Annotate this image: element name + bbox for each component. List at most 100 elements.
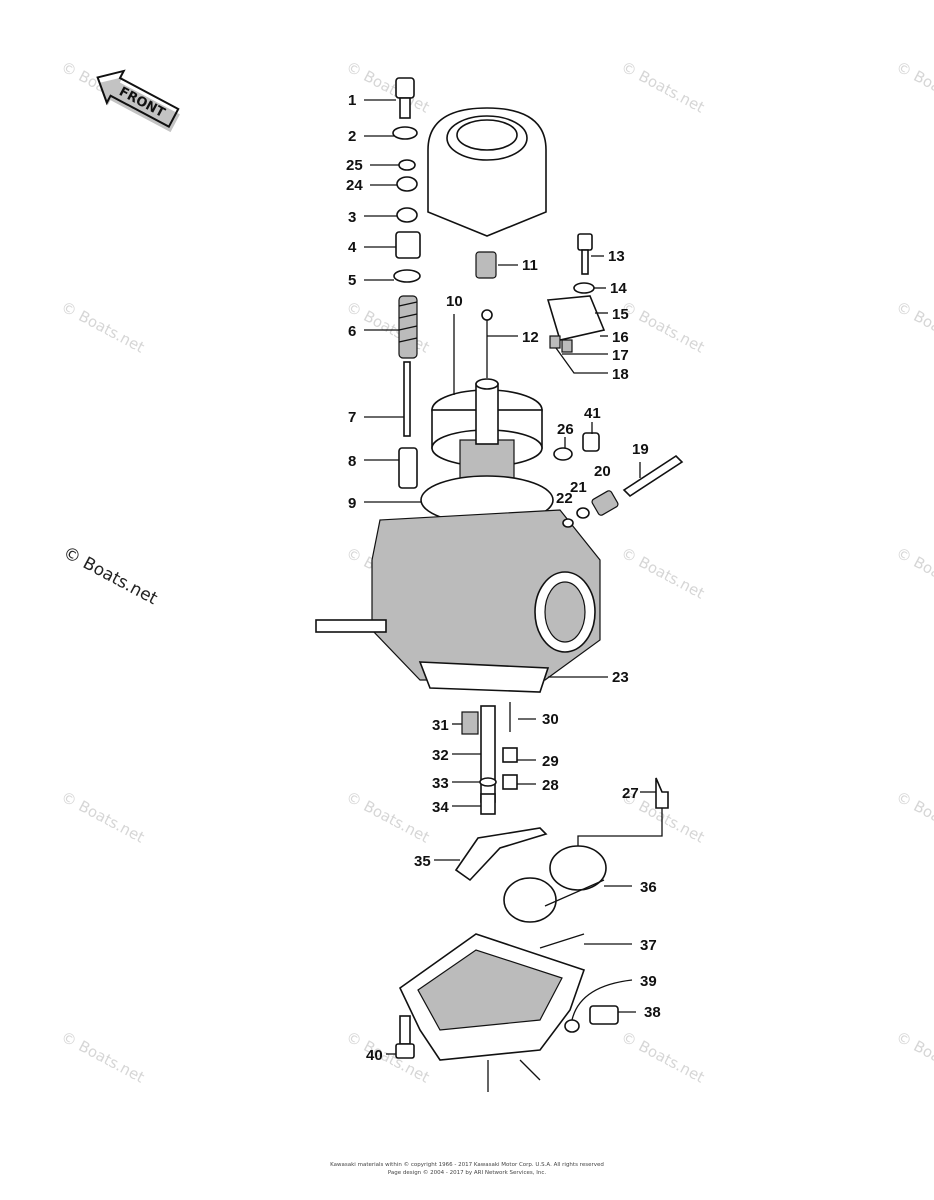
watermark: © Boats.net [58,1028,147,1087]
callout-label: 13 [608,248,625,265]
watermark: © Boats.net [343,58,432,117]
part-23-gasket [418,661,550,693]
watermark: © Boats.net [60,543,161,610]
watermark: © Boats.net [893,58,934,117]
part-29 [502,747,518,763]
callout-label: 17 [612,347,629,364]
callout-label: 31 [432,717,449,734]
callout-label: 1 [348,92,356,109]
part-10-top-cover [427,107,547,237]
callout-label: 37 [640,937,657,954]
callout-label: 9 [348,495,356,512]
watermark: © Boats.net [343,1028,432,1087]
callout-label: 32 [432,747,449,764]
watermark: © Boats.net [618,544,707,603]
watermark: © Boats.net [343,298,432,357]
part-13-screw [577,233,593,251]
callout-label: 25 [346,157,363,174]
part-4-cap [395,231,421,259]
part-19-screw [622,454,684,498]
watermark: © Boats.net [58,298,147,357]
part-25 [398,159,416,171]
part-11 [475,251,497,279]
part-24 [396,176,418,192]
part-28 [502,774,518,790]
callout-label: 35 [414,853,431,870]
callout-label: 40 [366,1047,383,1064]
part-37-pin [539,933,585,949]
part-17 [549,335,561,349]
part-35-plate [454,827,548,882]
callout-label: 7 [348,409,356,426]
carburetor-body [315,509,601,681]
part-21 [576,507,590,519]
watermark: © Boats.net [893,298,934,357]
part-1-screw [395,77,415,99]
callout-label: 24 [346,177,363,194]
part-2-washer [392,126,418,140]
part-27 [655,777,669,809]
callout-label: 34 [432,799,449,816]
part-38 [589,1005,619,1025]
callout-label: 21 [570,479,587,496]
watermark: © Boats.net [58,788,147,847]
watermark: © Boats.net [618,58,707,117]
part-31 [461,711,479,735]
callout-label: 36 [640,879,657,896]
callout-label: 6 [348,323,356,340]
watermark: © Boats.net [618,298,707,357]
callout-label: 20 [594,463,611,480]
part-39 [564,1019,580,1033]
float-bowl [398,933,586,1061]
callout-label: 4 [348,239,357,256]
copyright-line: Kawasaki materials within © copyright 19… [330,1161,604,1168]
callout-label: 39 [640,973,657,990]
watermark: © Boats.net [618,1028,707,1087]
watermark: © Boats.net [343,788,432,847]
part-7-needle [403,361,411,437]
part-20-spring [591,490,619,516]
parts-layer [315,77,684,1061]
part-1-shank [399,97,411,119]
part-18 [561,339,573,353]
part-41 [582,432,600,452]
part-8-holder [398,447,418,489]
callout-label: 29 [542,753,559,770]
callout-label: 23 [612,669,629,686]
throttle-shaft [315,619,387,633]
callout-label: 12 [522,329,539,346]
copyright-line: Page design © 2004 - 2017 by ARI Network… [388,1169,547,1176]
callout-label: 33 [432,775,449,792]
callout-label: 3 [348,209,356,226]
part-22 [562,518,574,528]
part-33 [479,777,497,787]
watermark: © Boats.net [893,1028,934,1087]
part-36-float [503,845,607,923]
callout-label: 28 [542,777,559,794]
callout-label: 41 [584,405,601,422]
part-26 [553,447,573,461]
part-15-plate [546,295,606,341]
callout-label: 18 [612,366,629,383]
front-arrow-icon: FRONT [96,69,180,133]
callout-label: 27 [622,785,639,802]
callout-label: 38 [644,1004,661,1021]
callout-label: 5 [348,272,356,289]
callout-labels: 1 2 25 24 3 4 5 6 7 8 9 10 11 12 13 14 1… [346,92,661,1064]
part-32 [480,705,496,803]
part-13-shank [581,249,589,275]
part-6-spring [398,295,418,359]
part-14-washer [573,282,595,294]
callout-label: 22 [556,490,573,507]
part-34 [480,793,496,815]
callout-label: 14 [610,280,627,297]
part-3 [396,207,418,223]
callout-label: 16 [612,329,629,346]
callout-label: 30 [542,711,559,728]
copyright-footer: Kawasaki materials within © copyright 19… [330,1161,604,1176]
part-5-washer [393,269,421,283]
leader-lines [364,99,656,1092]
callout-label: 19 [632,441,649,458]
callout-label: 26 [557,421,574,438]
